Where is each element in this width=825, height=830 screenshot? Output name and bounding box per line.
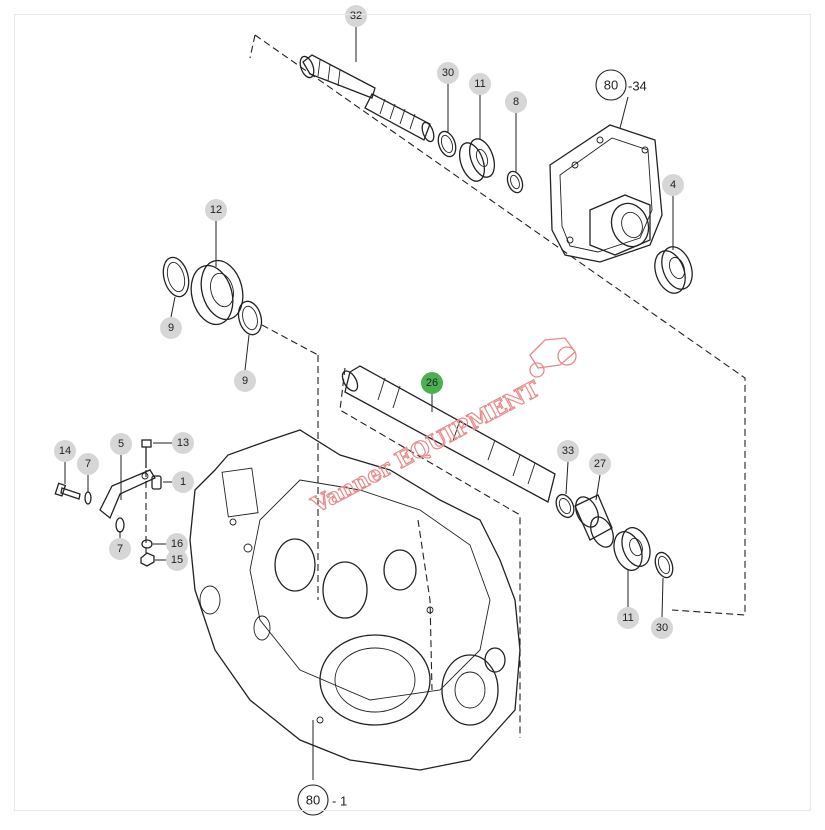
callout-33: 33 (557, 440, 579, 462)
callout-4-label: 4 (670, 179, 676, 191)
callout-80-1-suffix: - 1 (332, 794, 347, 809)
callout-11-upper-label: 11 (474, 78, 485, 90)
callout-9-right-label: 9 (242, 375, 248, 387)
lower-assembly-boundary (339, 367, 521, 738)
shaft-drop-dash (417, 519, 433, 691)
callout-26: 26 (421, 372, 443, 394)
callout-33-label: 33 (562, 445, 574, 457)
callout-7-lower-label: 7 (117, 543, 123, 555)
snap-ring-30-upper (437, 130, 457, 158)
callout-15: 15 (166, 549, 188, 571)
callout-80-34-label: 80 (604, 78, 618, 93)
callout-13-label: 13 (177, 437, 189, 449)
nut-15 (140, 552, 155, 567)
washer-16 (141, 539, 153, 549)
callout-27: 27 (589, 453, 611, 475)
callout-80-34-suffix: -34 (628, 79, 647, 94)
transmission-housing (189, 429, 521, 771)
o-ring-8 (506, 170, 524, 194)
circlip-9-left (162, 256, 190, 298)
callout-8-label: 8 (513, 96, 519, 108)
callout-16: 16 (166, 533, 188, 555)
bracket-5 (99, 469, 156, 520)
ball-bearing-12 (190, 259, 244, 326)
callout-27-label: 27 (594, 458, 606, 470)
upper-boundary-left-tick (249, 34, 256, 59)
callout-5-label: 5 (118, 438, 124, 450)
callout-9-left: 9 (160, 317, 182, 339)
callout-14-label: 14 (59, 445, 71, 457)
callout-1: 1 (172, 471, 194, 493)
callout-30-lower-label: 30 (656, 622, 668, 634)
callout-12-label: 12 (210, 204, 222, 216)
cover-80-34 (549, 124, 663, 263)
callout-9-right: 9 (234, 370, 256, 392)
callout-80-34: 80 -34 (595, 69, 647, 101)
callout-5: 5 (110, 433, 132, 455)
image-frame (14, 14, 811, 811)
leader-lines (64, 27, 674, 780)
callout-80-1-label: 80 (306, 793, 320, 808)
oil-seal-11-upper (458, 138, 496, 182)
callout-30-lower: 30 (651, 617, 673, 639)
bolt-14 (54, 482, 81, 500)
callout-80-1: 80 - 1 (297, 784, 347, 816)
callout-4: 4 (662, 174, 684, 196)
callout-15-label: 15 (171, 554, 183, 566)
callout-11-lower: 11 (617, 607, 639, 629)
callout-30-upper: 30 (437, 62, 459, 84)
collar-27 (574, 494, 614, 548)
callout-32: 32 (345, 5, 367, 27)
callout-30-upper-label: 30 (442, 67, 454, 79)
pin-1 (151, 475, 162, 490)
callout-32-label: 32 (350, 10, 362, 22)
oil-seal-11-lower (613, 527, 651, 571)
callout-7-lower: 7 (109, 538, 131, 560)
watermark-tractor-icon (529, 337, 577, 378)
callout-12: 12 (205, 199, 227, 221)
callout-11-lower-label: 11 (622, 612, 633, 624)
input-shaft-32 (299, 54, 435, 143)
callout-14: 14 (54, 440, 76, 462)
callout-16-label: 16 (171, 538, 183, 550)
snap-ring-30-lower (654, 551, 674, 579)
shaft-26 (341, 365, 556, 503)
callout-7-upper-label: 7 (85, 458, 91, 470)
callout-1-label: 1 (180, 476, 186, 488)
callout-8: 8 (505, 91, 527, 113)
callout-11-upper: 11 (469, 73, 491, 95)
oil-seal-4 (654, 246, 693, 294)
upper-assembly-boundary (254, 34, 746, 616)
callout-9-left-label: 9 (168, 322, 174, 334)
snap-ring-33 (555, 493, 575, 519)
circlip-9-right (237, 300, 263, 336)
bolt-13 (141, 439, 152, 468)
callout-13: 13 (172, 432, 194, 454)
callout-26-label: 26 (426, 377, 438, 389)
callout-7-upper: 7 (77, 453, 99, 475)
